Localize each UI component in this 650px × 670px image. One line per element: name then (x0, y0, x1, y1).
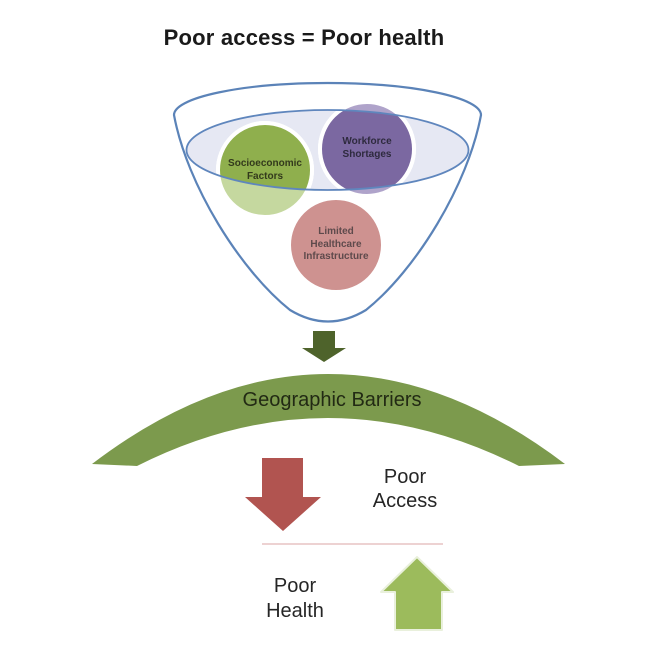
poor-health-up-arrow-icon (380, 556, 454, 631)
page-title: Poor access = Poor health (163, 25, 445, 50)
circle-label-infrastructure: Limited Healthcare Infrastructure (303, 226, 369, 262)
poor-access-down-arrow-icon (245, 458, 321, 531)
poor-access-label: Poor Access (372, 466, 438, 512)
circle-socioeconomic (216, 121, 314, 190)
funnel-bowl-outline (185, 109, 470, 191)
circle-label-socioeconomic: Socioeconomic Factors (228, 158, 302, 182)
geographic-barriers-label: Geographic Barriers (242, 389, 422, 411)
geographic-barriers-arc (92, 374, 565, 466)
circle-infrastructure (287, 196, 385, 294)
circle-workforce (318, 110, 416, 190)
funnel-down-arrow-icon (302, 331, 346, 362)
poor-health-label: Poor Health (266, 575, 324, 622)
circle-label-workforce: Workforce Shortages (342, 136, 392, 160)
